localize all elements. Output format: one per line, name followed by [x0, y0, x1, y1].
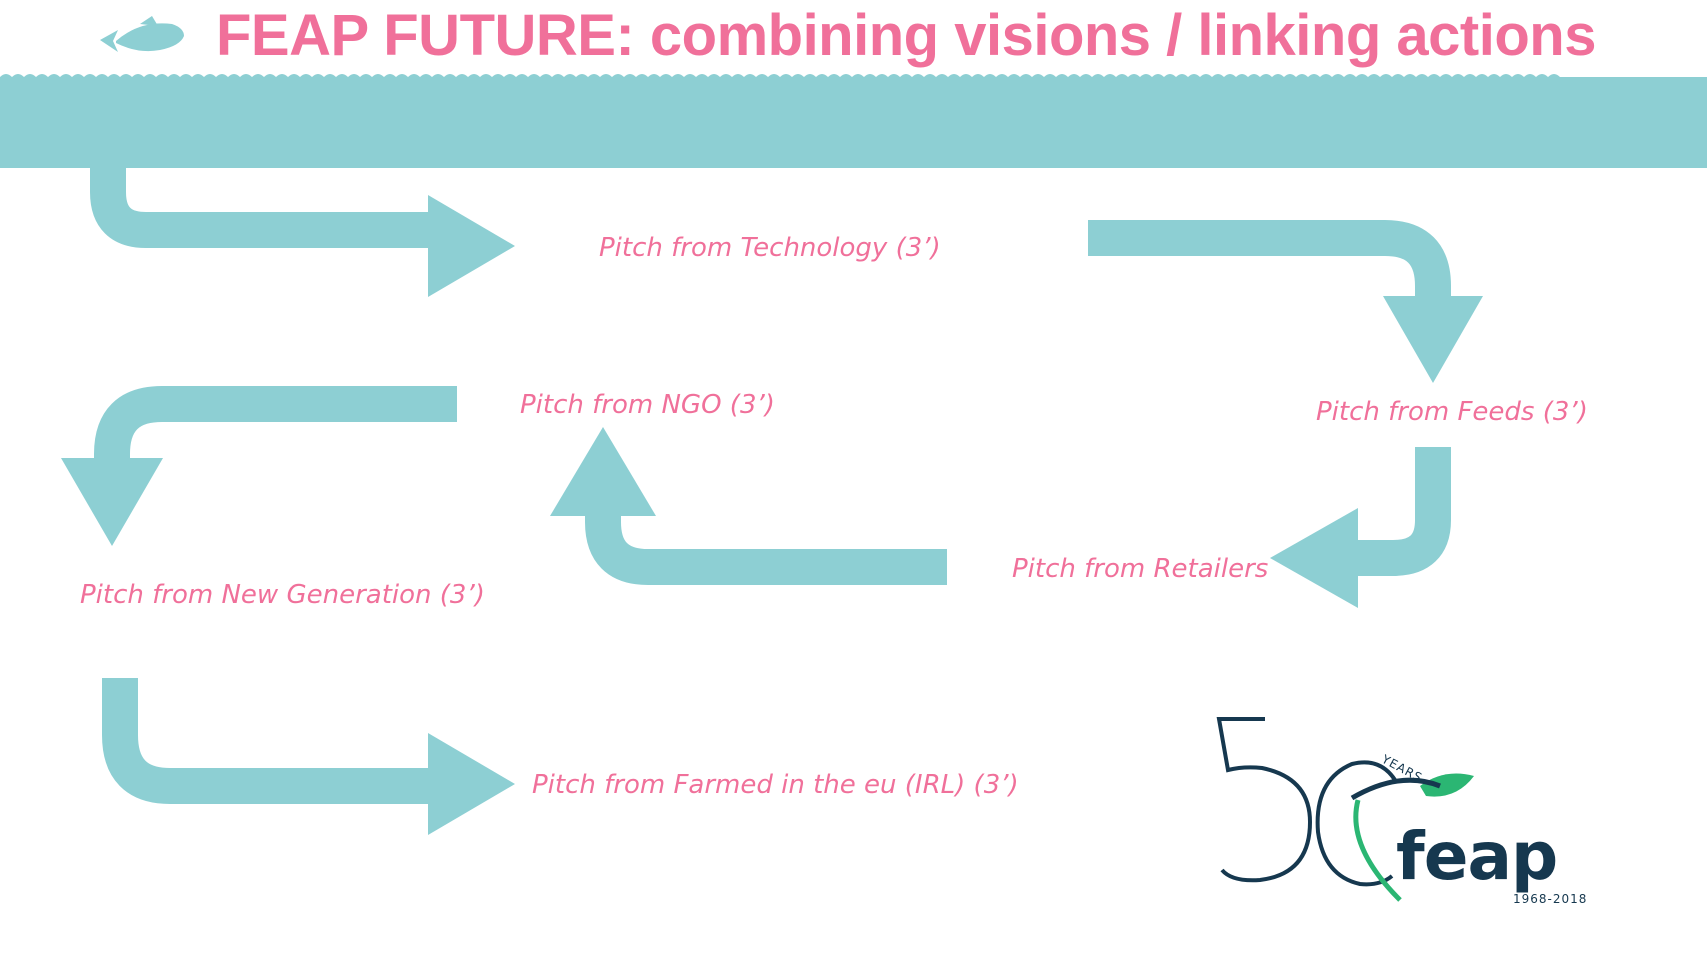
arrow-to-farmed — [102, 678, 430, 804]
arrow-to-feeds — [1088, 220, 1451, 300]
header-wave-band — [0, 74, 1707, 168]
logo-dates: 1968-2018 — [1513, 892, 1588, 906]
logo-wordmark: feap — [1396, 818, 1558, 895]
arrowhead-down-feeds — [1383, 296, 1483, 383]
page-title: FEAP FUTURE: combining visions / linking… — [216, 3, 1596, 68]
pitch-label-feeds: Pitch from Feeds (3’) — [1316, 397, 1588, 427]
logo-five-shape — [1216, 717, 1313, 883]
arrowhead-up-ngo — [550, 427, 656, 516]
logo-navy-swoosh — [1350, 777, 1441, 801]
arrow-to-retailers — [1350, 447, 1451, 576]
feap-50-years-logo — [1216, 717, 1474, 902]
pitch-label-ngo: Pitch from NGO (3’) — [520, 390, 775, 420]
fish-icon — [100, 16, 184, 52]
arrowhead-right-farmed — [428, 733, 515, 835]
pitch-label-retailers: Pitch from Retailers — [1012, 554, 1269, 584]
arrow-to-new-generation — [94, 386, 457, 462]
arrowhead-right-technology — [428, 195, 515, 297]
logo-green-wave — [1353, 799, 1402, 902]
arrowhead-left-retailers — [1270, 508, 1358, 608]
logo-zero-arc — [1315, 760, 1397, 887]
arrowhead-down-new-generation — [61, 458, 163, 546]
pitch-label-new-generation: Pitch from New Generation (3’) — [80, 580, 485, 610]
arrow-to-ngo — [585, 510, 947, 585]
pitch-label-farmed: Pitch from Farmed in the eu (IRL) (3’) — [532, 770, 1019, 800]
arrow-to-technology — [90, 168, 430, 248]
logo-fish-leaf-icon — [1420, 773, 1474, 797]
pitch-label-technology: Pitch from Technology (3’) — [599, 233, 941, 263]
